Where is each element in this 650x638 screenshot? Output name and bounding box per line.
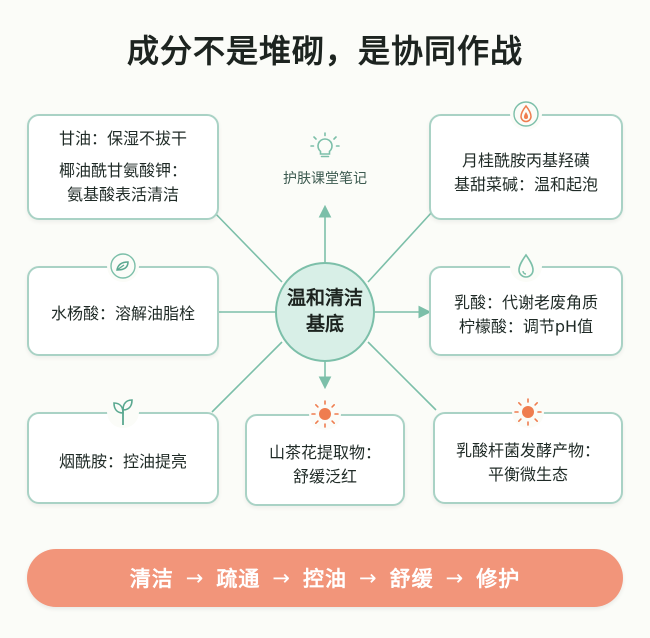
card-niacinamide-line1: 烟酰胺：控油提亮	[58, 452, 187, 471]
connector-lauramide	[367, 211, 433, 283]
card-salicylic: 水杨酸：溶解油脂栓	[27, 250, 219, 356]
flow-step-unclog: 疏通	[216, 567, 261, 591]
center-line1: 温和清洁	[286, 287, 363, 310]
card-glycerin-line2: 椰油酰甘氨酸钾：	[58, 161, 187, 180]
sun-icon	[512, 396, 544, 428]
connector-glycerin	[209, 207, 283, 283]
card-salicylic-line1: 水杨酸：溶解油脂栓	[50, 304, 195, 323]
flow-arrow-icon: →	[185, 566, 205, 590]
card-glycerin-line3: 氨基酸表活清洁	[66, 185, 179, 204]
flow-step-soothe: 舒缓	[389, 567, 434, 591]
card-glycerin-line1: 甘油：保湿不拔干	[58, 129, 187, 148]
flow-arrow-icon: →	[359, 566, 378, 590]
card-lactic-line1: 乳酸：代谢老废角质	[453, 293, 598, 312]
lightbulb-icon	[310, 132, 340, 166]
card-lauramide-line1: 月桂酰胺丙基羟磺	[461, 151, 590, 170]
sun-icon	[309, 398, 341, 430]
card-ferment: 乳酸杆菌发酵产物： 平衡微生态	[433, 396, 623, 504]
center-node: 温和清洁 基底	[275, 262, 375, 362]
card-lauramide-line2: 基甜菜碱：温和起泡	[453, 175, 598, 194]
card-camellia-line1: 山茶花提取物：	[268, 443, 381, 462]
card-niacinamide: 烟酰胺：控油提亮	[27, 396, 219, 504]
center-line2: 基底	[305, 313, 344, 335]
connector-ferment	[367, 341, 437, 411]
flow-arrow-icon: →	[272, 566, 291, 590]
flame-droplet-icon	[510, 98, 542, 130]
connector-niacinamide	[211, 341, 283, 413]
card-camellia-line2: 舒缓泛红	[292, 467, 357, 486]
card-glycerin: 甘油：保湿不拔干 椰油酰甘氨酸钾： 氨基酸表活清洁	[27, 114, 219, 220]
card-ferment-line2: 平衡微生态	[487, 465, 568, 484]
leaf-circle-icon	[107, 250, 139, 282]
flow-arrow-icon: →	[445, 566, 465, 590]
card-lactic: 乳酸：代谢老废角质 柠檬酸：调节pH值	[429, 250, 623, 356]
card-lactic-line2: 柠檬酸：调节pH值	[458, 317, 594, 336]
top-note-label: 护肤课堂笔记	[283, 171, 367, 187]
flow-step-repair: 修护	[476, 567, 521, 591]
process-flow-bar: 清洁 → 疏通 → 控油 → 舒缓 → 修护	[27, 549, 623, 607]
droplet-icon	[510, 250, 542, 282]
card-ferment-line1: 乳酸杆菌发酵产物：	[455, 441, 600, 460]
page-title: 成分不是堆砌，是协同作战	[126, 32, 523, 70]
flow-step-oil-control: 控油	[303, 567, 347, 591]
flow-step-cleanse: 清洁	[129, 567, 174, 591]
card-lauramide: 月桂酰胺丙基羟磺 基甜菜碱：温和起泡	[429, 98, 623, 220]
top-note: 护肤课堂笔记	[262, 132, 388, 188]
card-camellia: 山茶花提取物： 舒缓泛红	[245, 398, 405, 506]
sprout-icon	[107, 396, 139, 428]
